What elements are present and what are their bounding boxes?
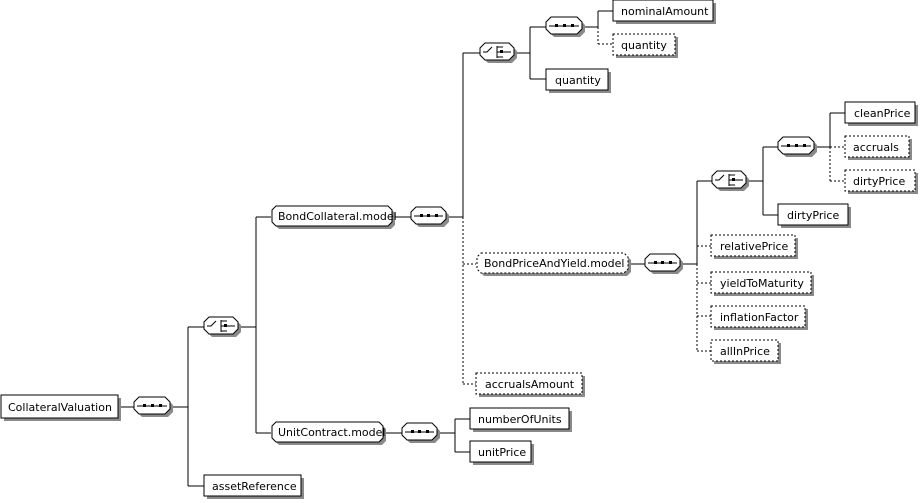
sequence-icon[interactable] <box>401 422 440 443</box>
element-accrualsAmount[interactable]: accrualsAmount <box>475 372 585 397</box>
sequence-icon[interactable] <box>644 253 683 274</box>
svg-text:relativePrice: relativePrice <box>720 240 789 253</box>
element-dirtyPrice[interactable]: dirtyPrice <box>777 203 851 228</box>
element-yieldToMaturity[interactable]: yieldToMaturity <box>710 271 814 296</box>
svg-text:unitPrice: unitPrice <box>478 446 526 459</box>
svg-text:assetReference: assetReference <box>212 480 297 493</box>
group-UnitContract-model[interactable]: UnitContract.model <box>271 421 386 445</box>
group-label: BondPriceAndYield.model <box>484 257 624 270</box>
group-BondCollateral-model[interactable]: BondCollateral.model <box>271 205 397 229</box>
choice-icon[interactable] <box>203 316 241 337</box>
svg-text:nominalAmount: nominalAmount <box>621 5 709 18</box>
sequence-icon[interactable] <box>133 396 173 417</box>
root-element-CollateralValuation[interactable]: CollateralValuation <box>0 394 121 421</box>
element-cleanPrice[interactable]: cleanPrice <box>844 101 918 126</box>
svg-text:yieldToMaturity: yieldToMaturity <box>720 277 804 290</box>
svg-text:numberOfUnits: numberOfUnits <box>478 413 562 426</box>
element-quantity[interactable]: quantity <box>545 68 611 93</box>
sequence-icon[interactable] <box>410 206 449 227</box>
element-dirtyPrice-optional[interactable]: dirtyPrice <box>844 169 918 194</box>
svg-text:accruals: accruals <box>853 141 899 154</box>
sequence-icon[interactable] <box>545 16 585 37</box>
choice-icon[interactable] <box>711 170 749 191</box>
element-nominalAmount[interactable]: nominalAmount <box>612 0 716 24</box>
element-label: CollateralValuation <box>8 401 112 414</box>
element-assetReference[interactable]: assetReference <box>203 474 304 499</box>
element-numberOfUnits[interactable]: numberOfUnits <box>469 407 572 432</box>
group-label: UnitContract.model <box>278 426 385 439</box>
svg-text:dirtyPrice: dirtyPrice <box>787 209 839 222</box>
svg-text:quantity: quantity <box>555 74 601 87</box>
element-inflationFactor[interactable]: inflationFactor <box>710 305 808 330</box>
group-label: BondCollateral.model <box>278 210 397 223</box>
element-relativePrice[interactable]: relativePrice <box>710 234 798 259</box>
svg-text:inflationFactor: inflationFactor <box>720 311 799 324</box>
svg-text:allInPrice: allInPrice <box>720 345 770 358</box>
choice-icon[interactable] <box>479 42 517 63</box>
element-quantity-optional[interactable]: quantity <box>612 33 678 58</box>
element-unitPrice[interactable]: unitPrice <box>469 440 534 465</box>
element-accruals[interactable]: accruals <box>844 135 912 160</box>
group-BondPriceAndYield-model[interactable]: BondPriceAndYield.model <box>476 252 631 276</box>
sequence-icon[interactable] <box>777 136 817 157</box>
svg-text:cleanPrice: cleanPrice <box>854 107 911 120</box>
svg-text:accrualsAmount: accrualsAmount <box>485 378 575 391</box>
svg-text:quantity: quantity <box>621 39 667 52</box>
element-allInPrice[interactable]: allInPrice <box>710 339 781 364</box>
svg-text:dirtyPrice: dirtyPrice <box>853 175 905 188</box>
